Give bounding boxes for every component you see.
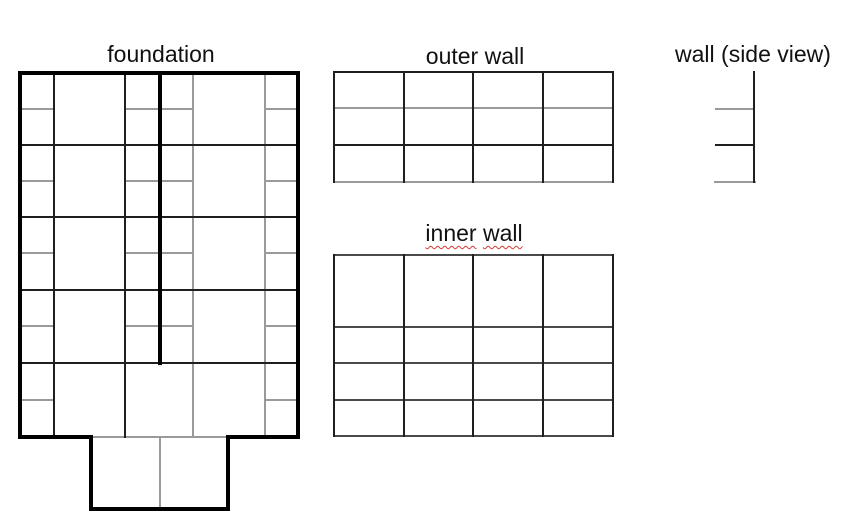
foundation-line	[226, 435, 230, 511]
foundation-line	[89, 507, 230, 511]
foundation-title: foundation	[107, 41, 215, 67]
foundation-line	[89, 435, 93, 511]
wall-side-view-line	[715, 144, 755, 146]
outer-wall-line	[403, 71, 405, 183]
foundation-line	[19, 399, 55, 401]
wall-side-view-line	[753, 71, 755, 183]
outer-wall-line	[612, 71, 614, 183]
foundation-line	[159, 436, 161, 510]
inner-wall-title: inner wall	[425, 220, 523, 246]
foundation-line	[264, 399, 299, 401]
inner-wall-title-word-1: inner	[425, 220, 477, 246]
wall-side-view-line	[715, 108, 755, 110]
foundation-line	[264, 325, 299, 327]
wall-side-view-line	[714, 181, 756, 183]
outer-wall-line	[542, 71, 544, 183]
foundation-line	[296, 71, 300, 439]
foundation-line	[90, 436, 229, 438]
inner-wall-line	[612, 254, 614, 437]
foundation-line	[18, 71, 22, 439]
foundation-line	[19, 108, 55, 110]
outer-wall-line	[333, 71, 335, 183]
foundation-line	[19, 252, 55, 254]
inner-wall-line	[542, 254, 544, 437]
foundation-line	[192, 71, 194, 438]
foundation-line	[158, 71, 162, 365]
foundation-line	[264, 252, 299, 254]
foundation-line	[19, 325, 55, 327]
inner-wall-line	[472, 254, 474, 437]
inner-wall-line	[333, 254, 335, 437]
foundation-line	[53, 71, 55, 438]
inner-wall-title-word-2: wall	[482, 220, 523, 246]
outer-wall-line	[472, 71, 474, 183]
outer-wall-title: outer wall	[425, 43, 525, 69]
foundation-line	[264, 180, 299, 182]
wall-side-view-title: wall (side view)	[675, 41, 831, 67]
foundation-line	[264, 108, 299, 110]
foundation-line	[19, 180, 55, 182]
inner-wall-line	[403, 254, 405, 437]
foundation-line	[124, 71, 126, 438]
foundation-line	[18, 435, 93, 439]
foundation-line	[264, 71, 266, 438]
foundation-line	[226, 435, 300, 439]
